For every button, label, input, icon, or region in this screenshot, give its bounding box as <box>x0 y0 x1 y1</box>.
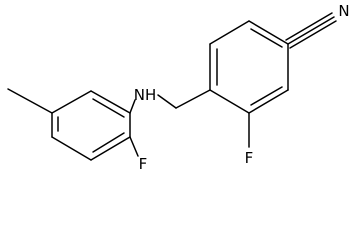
nitrile-n-label: N <box>338 2 349 20</box>
double-bond-inner <box>250 28 283 48</box>
methylene-bond-ring <box>175 89 211 109</box>
fluoro-bond-left <box>129 136 139 157</box>
bond <box>90 136 131 161</box>
bond <box>287 16 335 45</box>
nitrile-triple-bond <box>285 12 337 49</box>
molecule-structure: F NH F N <box>7 2 350 173</box>
bond <box>90 90 131 114</box>
double-bond-inner <box>92 132 125 153</box>
bond <box>248 20 289 45</box>
aryl-ring-right <box>209 20 289 114</box>
bond <box>248 89 289 114</box>
fluoro-left-label: F <box>139 155 148 173</box>
bond <box>51 90 92 114</box>
amine-bond-methylene <box>157 94 177 109</box>
double-bond-inner <box>92 98 125 118</box>
bond <box>51 136 92 161</box>
bond <box>285 12 333 41</box>
methyl-bond <box>7 88 53 114</box>
amine-nh-label: NH <box>134 86 157 104</box>
amine-bond-aryl <box>129 99 136 114</box>
bond <box>289 20 337 49</box>
bond <box>209 89 250 114</box>
aryl-ring-left <box>51 90 131 161</box>
fluoro-right-label: F <box>245 149 254 167</box>
double-bond-inner <box>250 86 283 106</box>
bond <box>209 20 250 45</box>
